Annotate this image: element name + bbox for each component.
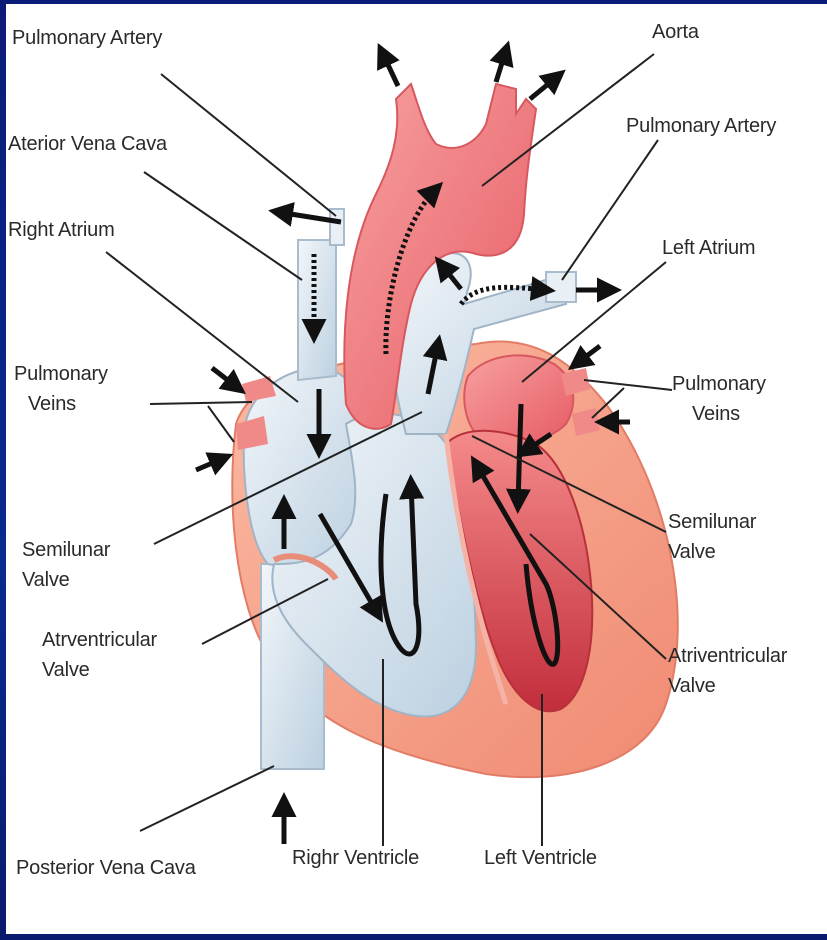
label-pulmonary-veins-left-line2: Veins xyxy=(14,392,108,416)
label-atrioventricular-valve-left-line2: Valve xyxy=(42,658,157,682)
flow-arrow-pulmonary-vein-left-in-2 xyxy=(196,458,224,470)
label-pulmonary-veins-right: Pulmonary Veins xyxy=(672,372,766,426)
label-pulmonary-veins-right-line1: Pulmonary xyxy=(672,372,766,396)
label-pulmonary-artery-left: Pulmonary Artery xyxy=(12,26,162,50)
leader-pulmonary-veins-left xyxy=(150,402,252,404)
label-semilunar-valve-left: Semilunar Valve xyxy=(22,538,110,592)
label-atrioventricular-valve-right-line1: Atriventricular xyxy=(668,644,787,668)
flow-arrow-pulmonary-vein-right-in-1 xyxy=(576,346,600,364)
label-pulmonary-veins-left-line1: Pulmonary xyxy=(14,362,108,386)
flow-arrow-pulmonary-vein-left-in-1 xyxy=(212,368,238,388)
leader-pulmonary-artery-right xyxy=(562,140,658,280)
label-semilunar-valve-right-line2: Valve xyxy=(668,540,756,564)
label-aorta: Aorta xyxy=(652,20,699,44)
leader-posterior-vena-cava xyxy=(140,766,274,831)
pulmonary-artery-stub-right xyxy=(546,272,576,302)
label-anterior-vena-cava: Aterior Vena Cava xyxy=(8,132,167,156)
label-left-ventricle: Left Ventricle xyxy=(484,846,597,870)
label-pulmonary-veins-right-line2: Veins xyxy=(672,402,766,426)
label-atrioventricular-valve-right-line2: Valve xyxy=(668,674,787,698)
flow-arrow-aorta-out-2 xyxy=(496,50,506,82)
flow-arrow-aorta-out-3 xyxy=(530,76,558,99)
flow-arrow-left-atrium xyxy=(518,404,521,504)
label-pulmonary-artery-right: Pulmonary Artery xyxy=(626,114,776,138)
leader-pulmonary-veins-right xyxy=(584,380,672,390)
label-atrioventricular-valve-right: Atriventricular Valve xyxy=(668,644,787,698)
label-right-ventricle: Righr Ventricle xyxy=(292,846,419,870)
label-semilunar-valve-left-line2: Valve xyxy=(22,568,110,592)
flow-arrow-aorta-out-1 xyxy=(382,52,398,86)
anterior-vena-cava-shape xyxy=(298,240,336,380)
leader-pulmonary-veins-left-2 xyxy=(208,406,234,442)
diagram-canvas: Pulmonary Artery Aterior Vena Cava Right… xyxy=(6,4,827,934)
label-atrioventricular-valve-left-line1: Atrventricular xyxy=(42,628,157,652)
pulmonary-artery-stub-left xyxy=(330,209,344,245)
leader-pulmonary-artery-left xyxy=(161,74,336,216)
label-left-atrium: Left Atrium xyxy=(662,236,755,260)
leader-anterior-vena-cava xyxy=(144,172,302,280)
label-semilunar-valve-left-line1: Semilunar xyxy=(22,538,110,562)
label-right-atrium: Right Atrium xyxy=(8,218,115,242)
label-posterior-vena-cava: Posterior Vena Cava xyxy=(16,856,196,880)
label-semilunar-valve-right: Semilunar Valve xyxy=(668,510,756,564)
label-semilunar-valve-right-line1: Semilunar xyxy=(668,510,756,534)
label-pulmonary-veins-left: Pulmonary Veins xyxy=(14,362,108,416)
leader-right-atrium xyxy=(106,252,298,402)
label-atrioventricular-valve-left: Atrventricular Valve xyxy=(42,628,157,682)
